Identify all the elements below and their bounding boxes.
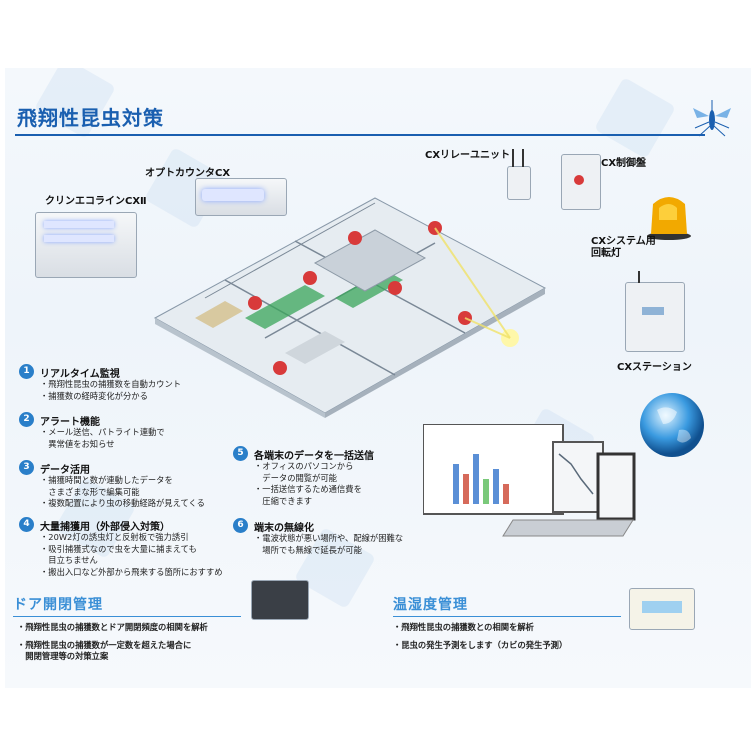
feature-line: データの閲覧が可能 [254,472,337,483]
section-bullet: ・飛翔性昆虫の捕獲数が一定数を超えた場合に [17,639,192,650]
control-panel-device [561,154,601,210]
display-icon [642,307,664,315]
feature-line: ・一括送信するため通信費を [254,484,362,494]
feature-line: ・複数配置により虫の移動経路が見えてくる [40,498,205,508]
section-bullet: ・飛翔性昆虫の捕獲数との相関を解析 [393,622,534,632]
antenna-icon [522,149,524,167]
globe-icon [640,393,704,457]
sensor-marker [248,296,262,310]
feature-number: 3 [19,460,34,475]
feature-title: 各端末のデータを一括送信 [254,451,374,462]
feature-line: 圧縮できます [254,495,313,506]
rotating-light-icon [647,197,691,240]
feature-line: 異常値をお知らせ [40,438,115,449]
feature-line: 目立ちません [40,555,98,565]
green-partition [245,285,325,329]
feature-title: 大量捕獲用（外部侵入対策） [40,522,170,533]
feature-line: 場所でも無線で延長が可能 [254,544,362,555]
feature-number: 5 [233,446,248,461]
feature-line: ・捕獲時間と数が連動したデータを [40,475,173,485]
section-divider [13,616,241,617]
sensor-marker [273,361,287,375]
bg-hex [594,77,676,159]
feature-title: アラート機能 [40,417,100,428]
feature-line: ・オフィスのパソコンから [254,461,354,471]
sensor-marker [388,281,402,295]
feature-line: ・吸引捕獲式なので虫を大量に捕まえても [40,543,197,554]
infographic-panel: 飛翔性昆虫対策 オプトカウンタCX クリンエコラインCXⅡ CXリレーユニット … [5,68,751,688]
factory-floor-plan [153,197,547,418]
sensor-marker [348,231,362,245]
feature-line: ・メール送信、パトライト連動で [40,427,165,437]
feature-title: 端末の無線化 [254,523,314,534]
indicator-light-icon [574,175,584,185]
feature-title: データ活用 [40,465,90,476]
label-station: CXステーション [617,362,692,373]
station-device [625,271,685,352]
feature-number: 1 [19,364,34,379]
door-sensor-device [251,580,309,620]
feature-line: ・電波状態が悪い場所や、配線が困難な [254,533,404,543]
page-title: 飛翔性昆虫対策 [17,106,164,130]
optical-counter-device [195,178,287,216]
section-bullet: ・昆虫の発生予測をします（カビの発生予測） [393,639,568,650]
antenna-icon [512,149,514,167]
label-clean-eco-line: クリンエコラインCXⅡ [45,196,147,207]
feature-number: 2 [19,412,34,427]
sensor-marker [303,271,317,285]
uv-tube-icon [44,235,114,242]
uv-tube-icon [44,221,114,228]
label-rotating-light-2: 回転灯 [591,248,621,259]
mosquito-icon [693,100,731,137]
section-door-title: ドア開閉管理 [13,597,103,613]
feature-title: リアルタイム監視 [40,369,120,380]
thermo-hygrometer-device [629,588,695,630]
feature-line: さまざまな形で編集可能 [40,486,140,497]
computer-screens [423,424,636,537]
feature-line: ・搬出入口など外部から飛来する箇所におすすめ [40,566,223,577]
label-relay-unit: CXリレーユニット [425,150,511,161]
antenna-icon [638,271,640,283]
section-door-bullets: ・飛翔性昆虫の捕獲数とドア開閉頻度の相関を解析 ・飛翔性昆虫の捕獲数が一定数を超… [17,622,208,663]
feature-line: ・飛翔性昆虫の捕獲数を自動カウント [40,379,182,389]
uv-lamp-icon [202,189,264,201]
feature-number: 4 [19,517,34,532]
clean-eco-line-device [35,212,137,278]
feature-number: 6 [233,518,248,533]
label-optical-counter: オプトカウンタCX [145,168,231,179]
section-temp-bullets: ・飛翔性昆虫の捕獲数との相関を解析 ・昆虫の発生予測をします（カビの発生予測） [393,622,567,651]
label-control-panel: CX制御盤 [601,158,647,169]
feature-line: ・20W2灯の誘虫灯と反射板で強力誘引 [40,532,189,542]
feature-line: ・捕獲数の経時変化が分かる [40,390,148,401]
display-icon [642,601,682,613]
relay-unit-device [507,149,531,200]
title-divider [15,134,705,136]
section-divider [393,616,621,617]
section-temp-title: 温湿度管理 [393,597,468,613]
section-bullet: 開閉管理等の対策立案 [17,651,109,661]
section-bullet: ・飛翔性昆虫の捕獲数とドア開閉頻度の相関を解析 [17,622,208,632]
label-rotating-light-1: CXシステム用 [591,236,656,247]
